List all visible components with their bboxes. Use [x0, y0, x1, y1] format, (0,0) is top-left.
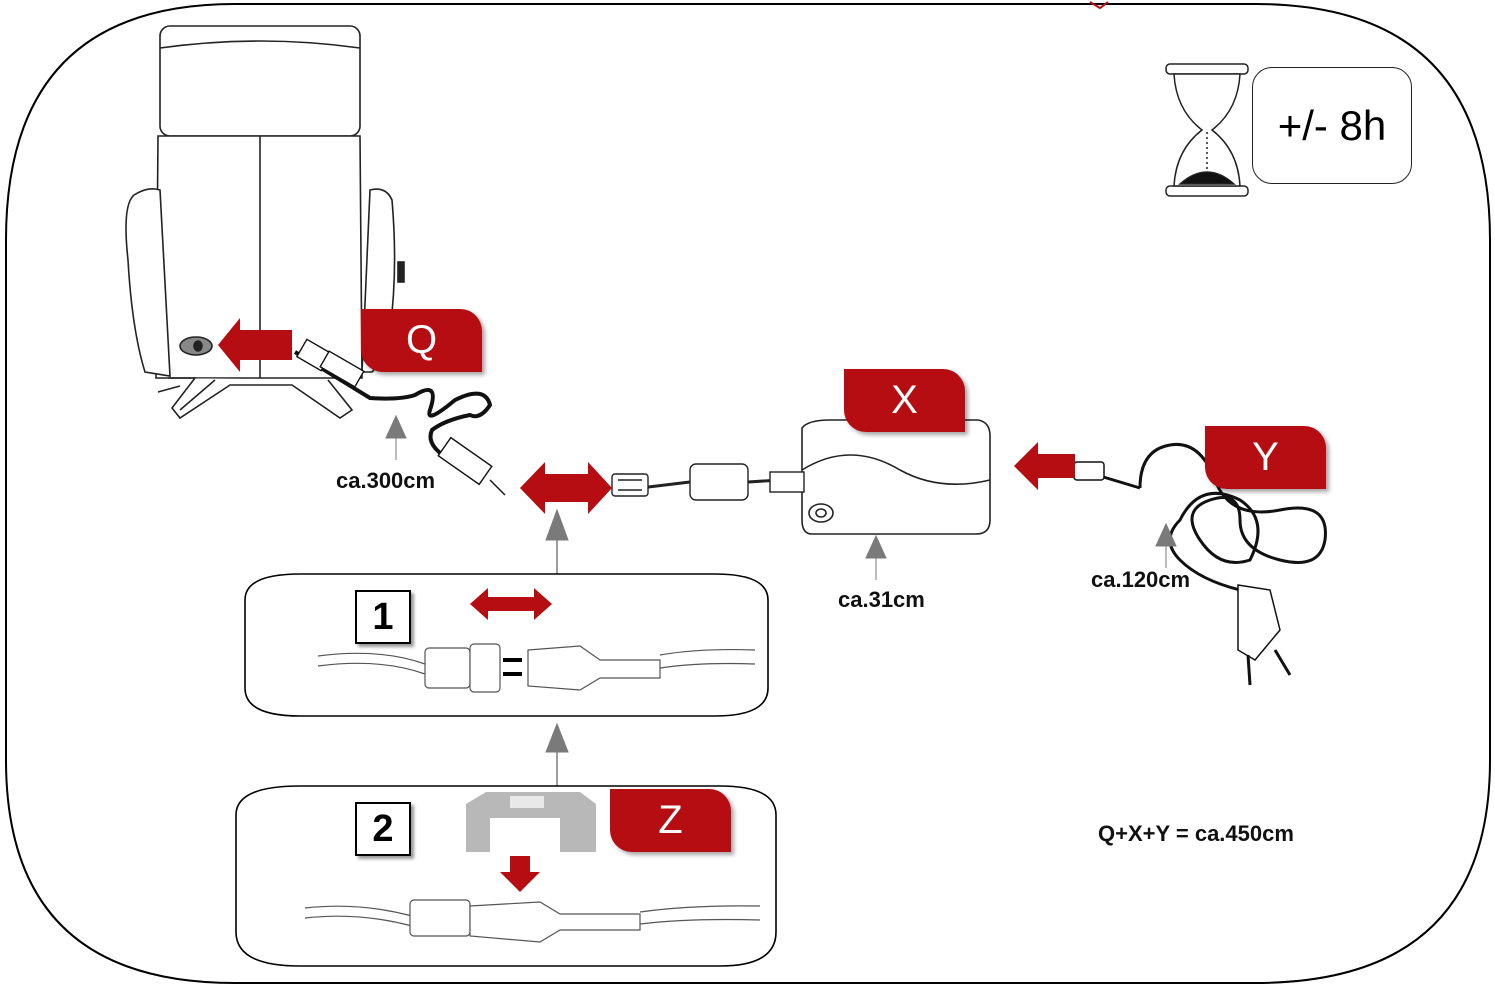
connector-cover-icon: [466, 792, 596, 852]
label-y-text: Y: [1252, 435, 1279, 479]
label-q-text: Q: [405, 318, 438, 362]
total-length: Q+X+Y = ca.450cm: [1098, 821, 1294, 846]
arrow-into-transformer: [1014, 442, 1075, 490]
label-y: Y: [1205, 426, 1326, 489]
measure-pointers: [385, 414, 1177, 786]
step-2-number: 2: [355, 802, 411, 856]
cable-q: [293, 338, 506, 496]
hourglass-icon: [1165, 63, 1249, 197]
step-1-number: 1: [355, 590, 411, 644]
duration-text: +/- 8h: [1277, 101, 1387, 149]
double-arrow-main: [520, 462, 612, 514]
arrow-into-chair: [218, 318, 292, 372]
label-x-text: X: [891, 378, 918, 422]
label-z-text: Z: [658, 798, 683, 842]
length-q: ca.300cm: [336, 468, 436, 493]
outer-frame: [5, 3, 1491, 984]
length-x: ca.31cm: [838, 587, 925, 612]
power-plug-icon: [1073, 442, 1327, 686]
cable-x: [611, 463, 805, 501]
label-x: X: [844, 369, 965, 432]
label-z: Z: [610, 789, 731, 852]
label-q: Q: [361, 309, 482, 372]
step-1-panel: [244, 573, 769, 717]
length-y: ca.120cm: [1091, 567, 1191, 592]
duration-box: +/- 8h: [1252, 67, 1412, 184]
transformer-icon: [801, 419, 991, 535]
top-marker: [1089, 1, 1109, 10]
